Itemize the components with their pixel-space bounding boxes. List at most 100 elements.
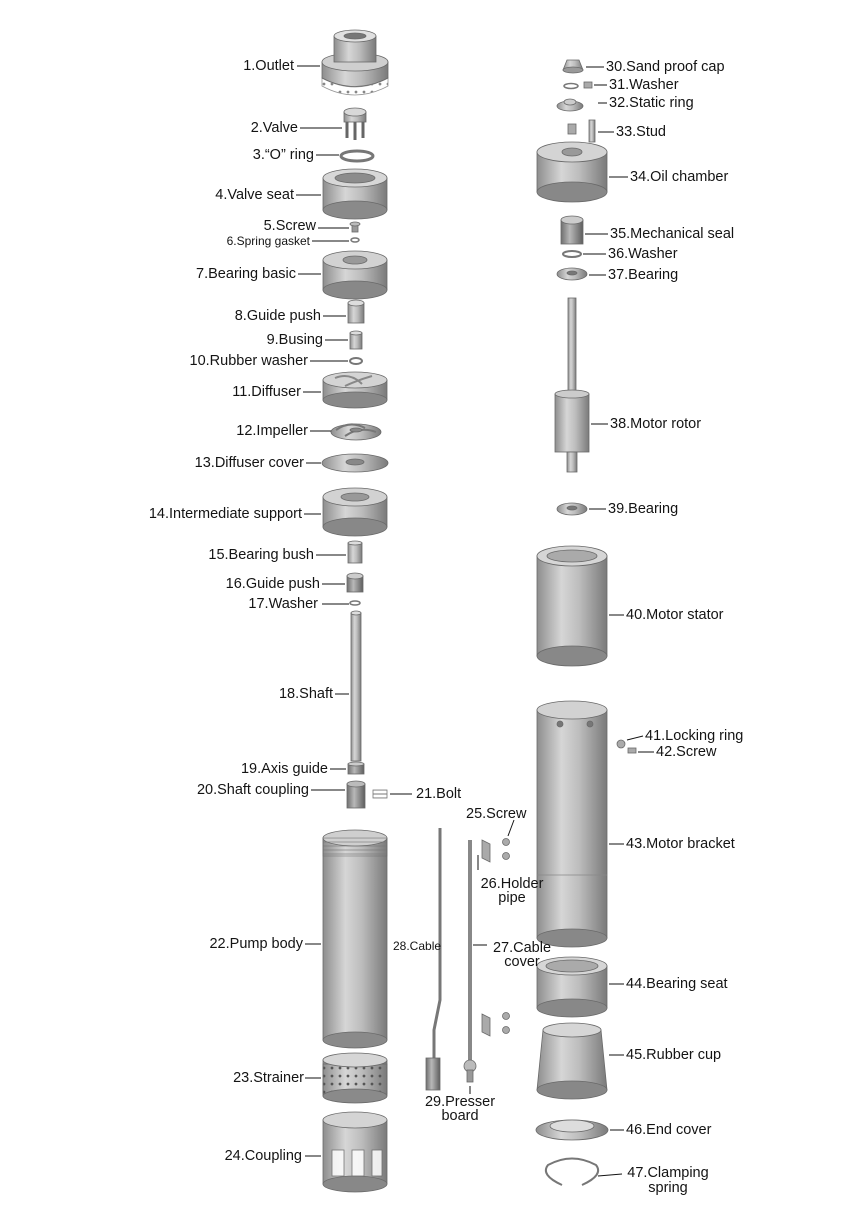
label-cable: 28.Cable (393, 939, 442, 953)
label-guide-push-16: 16.Guide push (225, 576, 320, 592)
leader-lines (296, 65, 654, 1177)
outlet-part (321, 29, 389, 96)
presser-board-part (463, 1059, 477, 1083)
label-bearing-bush: 15.Bearing bush (208, 547, 314, 563)
label-clamping: 47.Clamping (627, 1165, 709, 1181)
shaft-part (350, 610, 362, 762)
valve-seat-part (322, 168, 388, 220)
washer-31b-part (583, 81, 593, 89)
label-motor-stator: 40.Motor stator (626, 607, 724, 623)
label-oil-chamber: 34.Oil chamber (630, 169, 729, 185)
label-coupling: 24.Coupling (224, 1148, 302, 1164)
label-bearing-39: 39.Bearing (608, 501, 679, 517)
bolt-part (372, 789, 388, 799)
screw-42-part (627, 747, 637, 754)
label-strainer: 23.Strainer (233, 1070, 304, 1086)
guide-push-16-part (346, 572, 364, 593)
screw-25c-part (502, 1012, 510, 1020)
label-cable-cover-2: cover (504, 954, 540, 970)
label-sand-proof-cap: 30.Sand proof cap (606, 59, 725, 75)
sand-proof-cap-part (562, 59, 584, 74)
stud-screw-part (567, 123, 577, 135)
label-static-ring: 32.Static ring (609, 95, 694, 111)
strainer-part (322, 1052, 388, 1104)
label-guide-push-8: 8.Guide push (234, 308, 321, 324)
rubber-washer-part (349, 357, 363, 365)
label-rubber-washer: 10.Rubber washer (189, 353, 309, 369)
bearing-basic-part (322, 250, 388, 300)
stud-part (588, 119, 596, 143)
label-screw-25: 25.Screw (466, 806, 527, 822)
washer-36-part (562, 250, 582, 258)
coupling-part (322, 1111, 388, 1193)
label-motor-rotor: 38.Motor rotor (610, 416, 702, 432)
label-locking-ring: 41.Locking ring (645, 728, 744, 744)
label-holder-pipe: pipe (498, 890, 526, 906)
oil-chamber-part (536, 141, 608, 203)
label-stud: 33.Stud (616, 124, 666, 140)
label-bearing-seat: 44.Bearing seat (626, 976, 728, 992)
locking-ring-part (616, 739, 626, 749)
label-valve: 2.Valve (250, 120, 298, 136)
motor-rotor-part (554, 297, 590, 473)
label-washer-31: 31.Washer (609, 77, 679, 93)
label-shaft-coupling: 20.Shaft coupling (196, 782, 309, 798)
holder-pipe-top-part (481, 839, 491, 863)
bearing-bush-part (347, 540, 363, 564)
static-ring-part (556, 98, 584, 112)
diffuser-cover-part (321, 453, 389, 473)
busing-part (349, 330, 363, 350)
shaft-coupling-part (346, 780, 366, 809)
label-diffuser: 11.Diffuser (232, 384, 301, 400)
label-presser-board: board (441, 1108, 479, 1124)
bearing-37-part (556, 267, 588, 281)
label-intermediate-support: 14.Intermediate support (148, 506, 302, 522)
label-o-ring: 3.“O” ring (252, 147, 314, 163)
diffuser-part (322, 371, 388, 409)
label-valve-seat: 4.Valve seat (215, 187, 294, 203)
label-washer-36: 36.Washer (608, 246, 678, 262)
valve-part (343, 107, 367, 140)
pump-body-part (322, 829, 388, 1049)
label-spring-gasket: 6.Spring gasket (226, 234, 310, 248)
bearing-seat-part (536, 956, 608, 1018)
label-presser: 29.Presser (424, 1094, 496, 1110)
intermediate-support-part (322, 487, 388, 537)
cable-plug-part (425, 1057, 441, 1091)
o-ring-part (339, 149, 375, 163)
label-impeller: 12.Impeller (236, 423, 308, 439)
washer-17-part (349, 600, 361, 606)
axis-guide-part (347, 761, 365, 775)
label-motor-bracket: 43.Motor bracket (626, 836, 735, 852)
label-screw-42: 42.Screw (656, 744, 717, 760)
bearing-39-part (556, 502, 588, 516)
label-pump-body: 22.Pump body (209, 936, 303, 952)
label-washer-17: 17.Washer (248, 596, 318, 612)
washer-31-part (563, 82, 579, 90)
motor-bracket-part (536, 700, 608, 948)
label-outlet: 1.Outlet (243, 58, 294, 74)
holder-pipe-bottom-part (481, 1013, 491, 1037)
label-axis-guide: 19.Axis guide (240, 761, 328, 777)
label-bolt: 21.Bolt (416, 786, 462, 802)
mechanical-seal-part (560, 215, 584, 245)
screw-5-part (349, 221, 361, 233)
label-end-cover: 46.End cover (626, 1122, 712, 1138)
label-bearing-37: 37.Bearing (608, 267, 679, 283)
motor-stator-part (536, 545, 608, 667)
label-clamping-spring: spring (648, 1180, 688, 1196)
label-diffuser-cover: 13.Diffuser cover (194, 455, 304, 471)
label-mechanical-seal: 35.Mechanical seal (610, 226, 735, 242)
impeller-part (330, 423, 382, 441)
rubber-cup-part (536, 1022, 608, 1100)
guide-push-8-part (347, 299, 365, 324)
clamping-spring-part (544, 1157, 600, 1186)
end-cover-part (535, 1119, 609, 1141)
label-holder: 26.Holder (480, 876, 544, 892)
screw-25d-part (502, 1026, 510, 1034)
label-rubber-cup: 45.Rubber cup (626, 1047, 722, 1063)
label-bearing-basic: 7.Bearing basic (196, 266, 296, 282)
cable-part (432, 828, 442, 1060)
